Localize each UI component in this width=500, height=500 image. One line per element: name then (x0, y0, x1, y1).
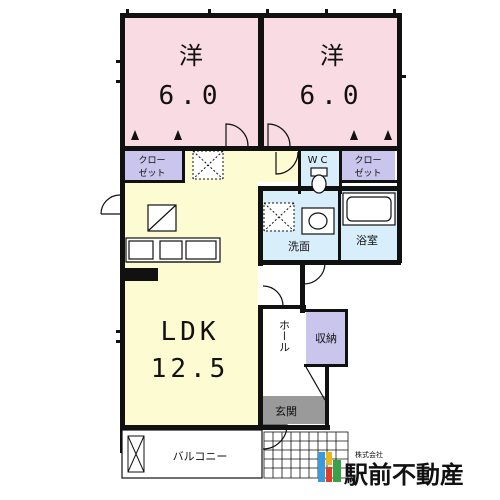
washbasin (301, 207, 335, 235)
walls (120, 13, 402, 453)
ldk-size: 12.5 (151, 354, 230, 384)
ldk-name: LDK (161, 317, 220, 347)
bathtub (342, 192, 396, 226)
entrance-fill (263, 396, 327, 424)
logo-name: 駅前不動産 (344, 461, 464, 489)
toilet-label: WC (308, 155, 331, 166)
bedroom-left-fill (122, 17, 260, 147)
balcony (121, 429, 263, 479)
bedroom-left-name: 洋 (179, 42, 203, 70)
closet-right-label-1: クロー (354, 155, 381, 166)
hall-label: ホール (278, 319, 291, 352)
bathroom-label: 浴室 (356, 233, 378, 247)
storage-fill (306, 312, 346, 364)
logo-small-text: 株式会社 (355, 450, 383, 459)
door-swings (100, 123, 326, 450)
kitchen-counter (125, 204, 221, 263)
bedroom-right-name: 洋 (320, 42, 344, 70)
storage-label: 収納 (315, 332, 337, 345)
ldk-fill (122, 150, 258, 428)
closet-right-fill (341, 150, 395, 182)
entrance-label: 玄関 (275, 404, 297, 418)
logo-mark-icon (318, 452, 341, 482)
hall-fill (263, 312, 306, 396)
bedroom-right-size: 6.0 (300, 81, 365, 111)
approach-grid (263, 431, 349, 479)
balcony-label: バルコニー (173, 450, 228, 463)
closet-right-label-2: ゼット (354, 167, 381, 179)
company-logo: 株式会社 駅前不動産 (318, 450, 464, 489)
washroom-label: 洗面 (288, 240, 310, 253)
closet-door-marks (131, 130, 392, 140)
bedroom-right-fill (264, 17, 400, 147)
pipe-shaft (192, 150, 224, 180)
toilet-fixture (310, 167, 328, 194)
washer-space (263, 202, 295, 232)
bedroom-left-size: 6.0 (159, 81, 224, 111)
closet-left-label-1: クロー (138, 155, 165, 166)
closet-left-label-2: ゼット (138, 167, 165, 179)
window-marks (116, 9, 406, 343)
closet-left-fill (122, 150, 184, 182)
